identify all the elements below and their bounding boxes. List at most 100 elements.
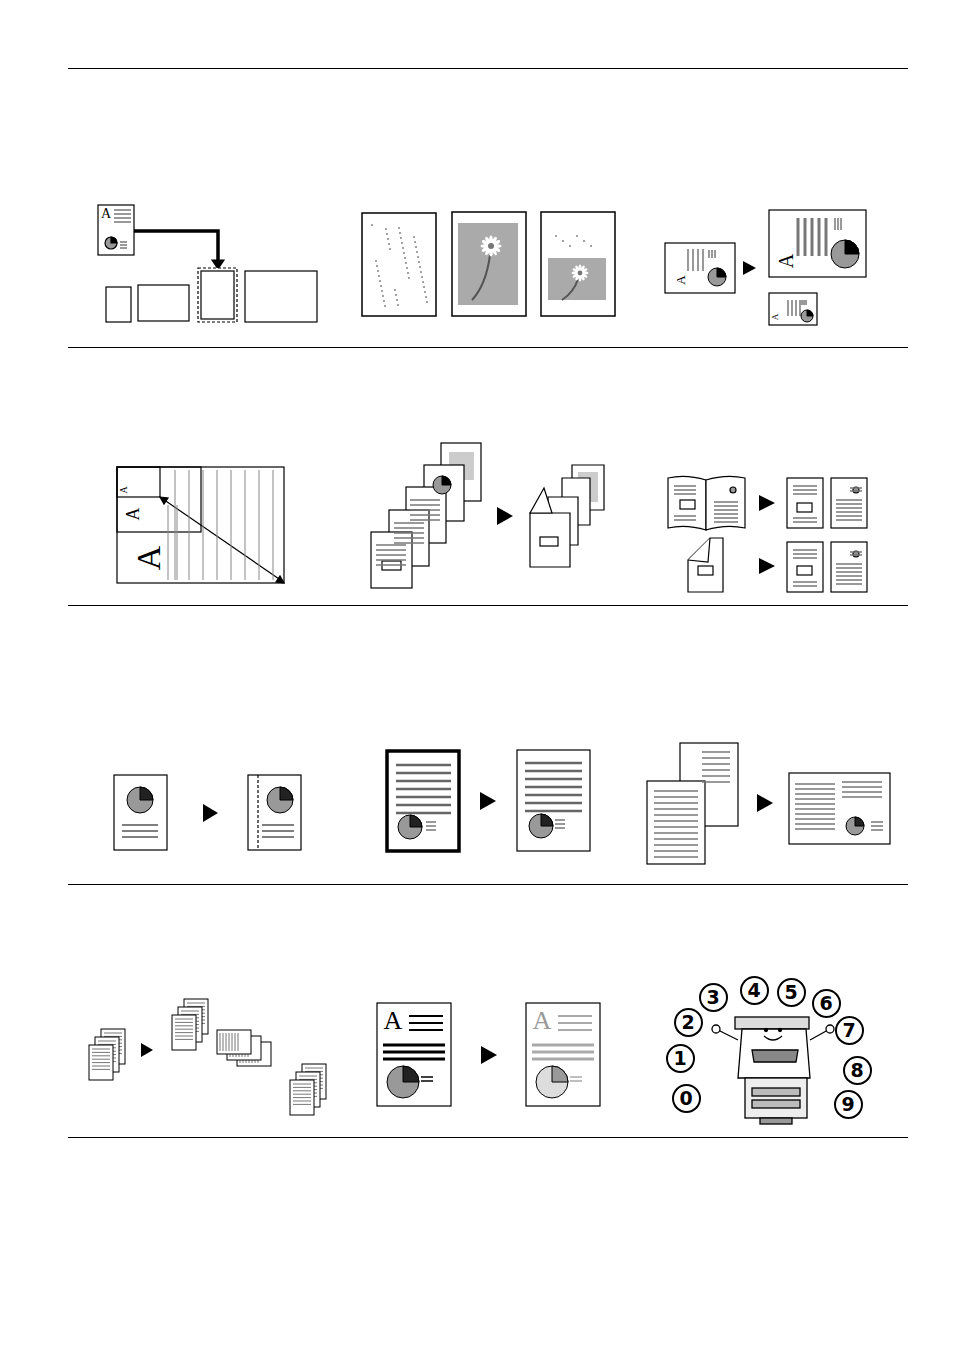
text-line	[842, 791, 882, 793]
text-line	[850, 487, 862, 489]
text-line	[532, 1051, 594, 1054]
text-line	[871, 821, 883, 823]
text-line	[376, 544, 406, 546]
speckle-dot	[413, 236, 414, 237]
text-line	[787, 300, 789, 316]
speckle-dot	[400, 237, 401, 238]
text-line	[850, 551, 862, 553]
text-line	[811, 218, 814, 256]
pie-chart	[708, 268, 726, 286]
text-line	[836, 515, 862, 517]
speckle-dot	[423, 286, 424, 287]
text-line	[410, 504, 440, 506]
text-line	[175, 1036, 193, 1037]
text-line	[383, 1044, 445, 1047]
speckle-dot	[395, 294, 396, 295]
text-line	[795, 788, 835, 790]
text-line	[273, 470, 274, 580]
text-line	[92, 1066, 110, 1067]
speckle-dot	[387, 238, 388, 239]
sheet	[172, 1015, 196, 1050]
speckle-dot	[416, 251, 417, 252]
text-line	[532, 1058, 594, 1061]
pie-slice	[280, 787, 293, 800]
text-line	[793, 585, 817, 587]
text-line	[376, 564, 406, 566]
speckle-dot	[384, 305, 385, 306]
speckle-dot	[404, 257, 405, 258]
text-line	[692, 249, 694, 271]
text-line	[697, 249, 699, 271]
speckle	[371, 224, 591, 306]
number-bubble: 8	[843, 1056, 872, 1085]
text-line	[259, 470, 260, 580]
speckle-dot	[425, 296, 426, 297]
text-line	[850, 554, 862, 556]
number-bubble: 3	[699, 983, 728, 1012]
text-line	[114, 213, 131, 215]
text-line	[791, 300, 793, 316]
text-line	[92, 1069, 110, 1070]
text-line	[383, 1058, 445, 1061]
text-line	[245, 470, 246, 580]
speckle-dot	[403, 252, 404, 253]
text-line	[654, 814, 698, 816]
text-line	[797, 218, 800, 256]
number-bubble: 5	[777, 978, 806, 1007]
number-bubble: 1	[666, 1044, 695, 1073]
text-line	[793, 489, 817, 491]
callout-number: 1	[673, 1049, 686, 1068]
text-line	[795, 300, 797, 316]
text-line	[293, 1084, 311, 1085]
text-line	[654, 850, 698, 852]
text-line	[836, 499, 862, 501]
text-line	[674, 489, 696, 491]
speckle-dot	[402, 247, 403, 248]
text-line	[421, 1080, 433, 1082]
callout-number: 0	[679, 1089, 692, 1108]
text-line	[92, 1049, 110, 1050]
text-line	[836, 503, 862, 505]
pie-chart	[398, 815, 422, 839]
text-line	[702, 775, 730, 777]
pie-slice	[855, 817, 864, 826]
text-line	[396, 796, 451, 799]
text-line	[795, 828, 835, 830]
text-line	[293, 1090, 311, 1091]
text-line	[654, 802, 698, 804]
pie-chart	[127, 787, 153, 813]
text-line	[410, 509, 440, 511]
text-line	[532, 1044, 594, 1047]
text-line	[293, 1097, 311, 1098]
text-line	[836, 583, 862, 585]
text-line	[654, 838, 698, 840]
speckle-dot	[414, 241, 415, 242]
text-line	[114, 209, 131, 211]
speckle-dot	[376, 265, 377, 266]
pie-chart	[846, 817, 864, 835]
text-line	[836, 579, 862, 581]
text-line	[555, 827, 565, 829]
text-line	[842, 786, 882, 788]
text-line	[394, 542, 424, 544]
text-line	[840, 218, 842, 230]
text-line	[687, 249, 689, 271]
callout-number: 3	[706, 988, 719, 1007]
text-line	[262, 830, 294, 832]
text-line	[293, 1104, 311, 1105]
text-line	[92, 1062, 110, 1063]
text-line	[114, 217, 131, 219]
text-line	[421, 1076, 433, 1078]
pie-chart	[536, 1066, 568, 1098]
callout-number: 8	[850, 1061, 863, 1080]
document-letter: A	[101, 207, 111, 221]
speckle-dot	[420, 271, 421, 272]
text-line	[711, 250, 713, 258]
text-line	[409, 1022, 443, 1024]
text-line	[376, 554, 406, 556]
speckle-dot	[380, 285, 381, 286]
text-line	[555, 819, 565, 821]
text-line	[795, 813, 835, 815]
text-line	[558, 1029, 592, 1031]
text-line	[714, 250, 716, 258]
